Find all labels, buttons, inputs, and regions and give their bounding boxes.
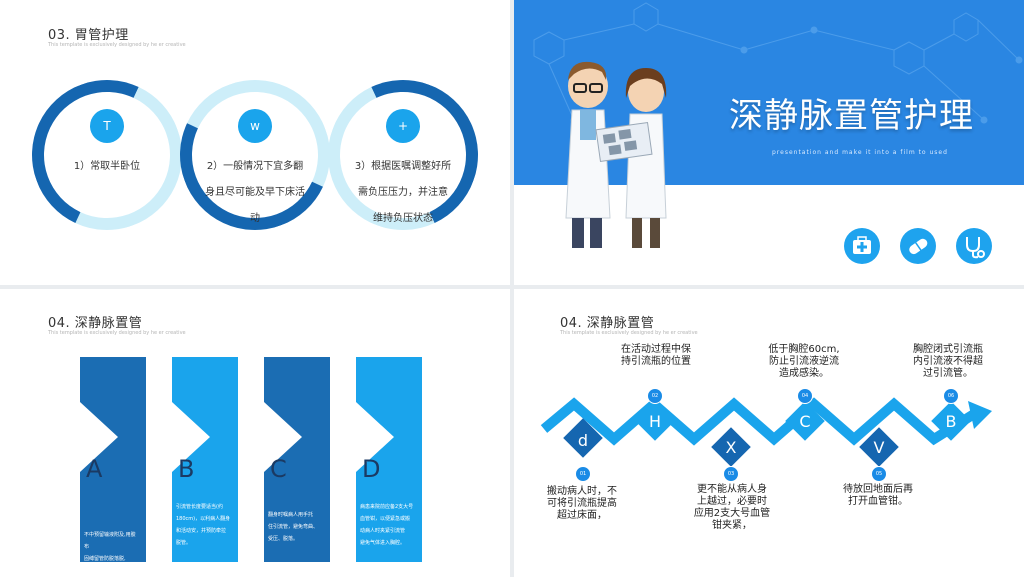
slide-title: 03. 胃管护理 [48, 28, 129, 43]
step-6-badge: 06 [943, 388, 959, 404]
panel-a-text: 不中预留输液附及,用胶布 固缚留管防脱落脱, [84, 532, 136, 562]
step-diamonds [563, 401, 971, 467]
step-5-badge: 05 [871, 466, 887, 482]
slide-subtitle: This template is exclusively designed by… [48, 42, 186, 48]
molecule-pattern [533, 2, 1023, 124]
step-3-badge: 03 [723, 466, 739, 482]
panel-c-text: 翻身时嘱病人用手托 住引流管，避免弯曲、 受压、脱落。 [268, 512, 319, 542]
step-4-badge: 04 [797, 388, 813, 404]
slide-title: 04. 深静脉置管 [560, 316, 655, 331]
step-3-letter: X [725, 438, 737, 457]
slide-stomach-tube-care: 03. 胃管护理 This template is exclusively de… [0, 0, 510, 285]
panel-b-text: 引流管长度要适当(约 180cm)，以利病人翻身 和活动安，并预防牵拉 脱管。 [176, 504, 231, 546]
item-3-text: 3）根据医嘱调整好所 需负压压力，并注意 维持负压状态 [354, 161, 452, 224]
step-2-letter: H [648, 412, 662, 431]
step-6-note: 胸腔闭式引流瓶内引流液不得超过引流管。 [913, 344, 983, 379]
panel-b-letter: B [178, 455, 195, 483]
panel-a-letter: A [86, 455, 103, 483]
step-1-letter: d [577, 431, 589, 450]
item-2-text: 2）一般情况下宜多翻 身且尽可能及早下床活 动 [205, 161, 305, 224]
cover-tagline: presentation and make it into a film to … [772, 149, 948, 156]
step-2-note: 在活动过程中保持引流瓶的位置 [621, 344, 691, 367]
slide-deep-vein-steps: 04. 深静脉置管 This template is exclusively d… [514, 289, 1024, 577]
cover-title: 深静脉置管护理 [729, 96, 974, 136]
step-1-badge: 01 [575, 466, 591, 482]
doctors-illustration [565, 61, 667, 248]
text-icon: T [90, 109, 124, 143]
first-aid-kit-icon [844, 228, 880, 264]
chevron-panels [80, 357, 422, 562]
slide-subtitle: This template is exclusively designed by… [560, 330, 698, 336]
word-icon: w [238, 109, 272, 143]
slide-deep-vein-panels: 04. 深静脉置管 This template is exclusively d… [0, 289, 510, 577]
slide-cover: 深静脉置管护理 presentation and make it into a … [514, 0, 1024, 285]
step-5-note: 待放回地面后再打开血管钳。 [843, 484, 913, 507]
step-2-badge: 02 [647, 388, 663, 404]
pills-icon [900, 228, 936, 264]
zigzag-arrow [540, 397, 992, 446]
panel-d-text: 病患来院前应备2支大号 血管钳，以便紧急或搬 动病人时夹紧引流管 避免气体进入胸… [360, 504, 414, 546]
step-5-letter: V [873, 438, 885, 457]
slide-title: 04. 深静脉置管 [48, 316, 143, 331]
step-1-note: 搬动病人时，不可将引流瓶提高超过床面， [547, 486, 617, 521]
step-4-note: 低于胸腔60cm,防止引流液逆流造成感染。 [768, 344, 840, 379]
step-6-letter: B [945, 412, 957, 431]
panel-c-letter: C [270, 455, 287, 483]
item-1-text: 1）常取半卧位 [73, 161, 141, 172]
panel-d-letter: D [362, 455, 381, 483]
plus-icon: + [386, 109, 420, 143]
step-3-note: 更不能从病人身上越过，必要时应用2支大号血管钳夹紧， [693, 484, 771, 531]
step-4-letter: C [799, 412, 811, 431]
slide-subtitle: This template is exclusively designed by… [48, 330, 186, 336]
stethoscope-icon [956, 228, 992, 264]
